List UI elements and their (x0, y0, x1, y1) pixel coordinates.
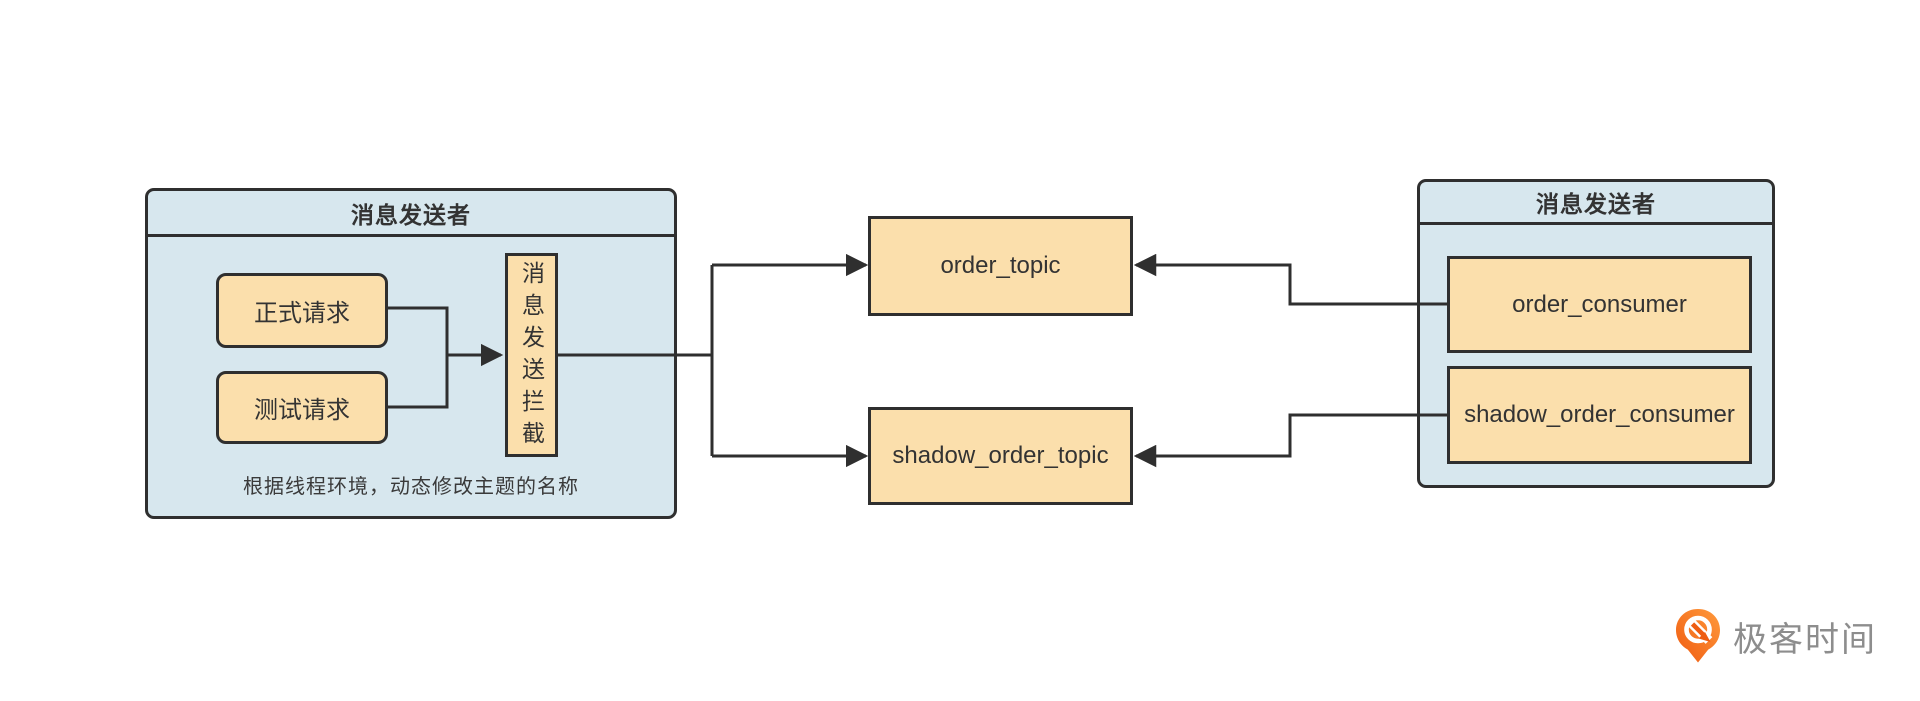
shadow-order-topic-node: shadow_order_topic (868, 407, 1133, 505)
formal-request-label: 正式请求 (254, 300, 350, 327)
shadow-order-topic-label: shadow_order_topic (892, 442, 1109, 469)
connector-shadow-consumer-to-topic (1133, 413, 1447, 468)
order-consumer-node: order_consumer (1447, 256, 1752, 353)
consumer-title-label: 消息发送者 (1536, 191, 1656, 217)
test-request-label: 测试请求 (254, 397, 350, 424)
message-send-interceptor-node: 消息发送拦截 (505, 253, 558, 457)
connector-requests-junction (388, 306, 449, 409)
consumer-container-title: 消息发送者 (1420, 182, 1772, 225)
order-consumer-label: order_consumer (1512, 290, 1687, 318)
test-request-node: 测试请求 (216, 371, 388, 444)
shadow-order-consumer-node: shadow_order_consumer (1447, 366, 1752, 464)
order-topic-node: order_topic (868, 216, 1133, 316)
shadow-order-consumer-label: shadow_order_consumer (1464, 401, 1735, 428)
geektime-logo-text: 极客时间 (1733, 620, 1877, 659)
sender-title-label: 消息发送者 (351, 201, 471, 228)
geektime-logo: 极客时间 (1675, 608, 1877, 664)
sender-container-title: 消息发送者 (148, 191, 674, 237)
order-topic-label: order_topic (940, 252, 1061, 279)
sender-caption: 根据线程环境，动态修改主题的名称 (243, 476, 579, 498)
connector-order-consumer-to-topic (1133, 253, 1447, 306)
formal-request-node: 正式请求 (216, 273, 388, 348)
geektime-pin-icon (1676, 609, 1720, 663)
